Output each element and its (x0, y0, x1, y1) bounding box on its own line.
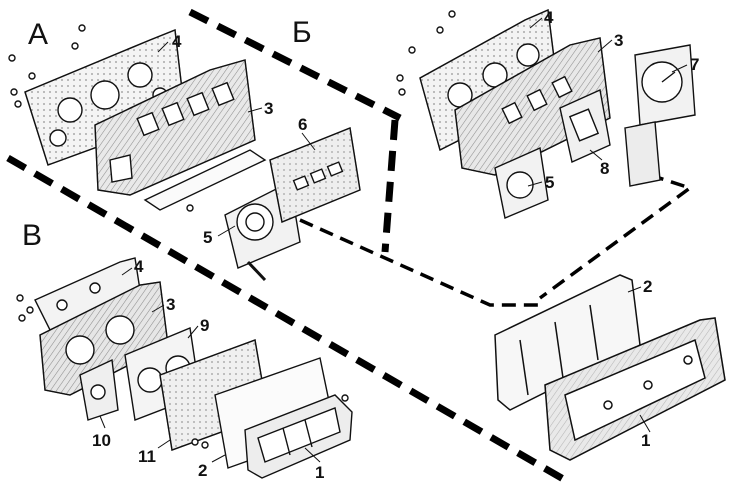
callout-common-2: 2 (643, 277, 652, 296)
callout-v-3: 3 (166, 295, 175, 314)
divider-diagonal (6, 154, 567, 484)
common-bezel-1 (544, 317, 726, 461)
callout-b-5: 5 (545, 173, 554, 192)
callout-v-9: 9 (200, 316, 209, 335)
callout-b-7: 7 (690, 55, 699, 74)
callout-b-3: 3 (614, 31, 623, 50)
a-face-plate-6 (269, 127, 361, 223)
callout-common-1: 1 (641, 431, 650, 450)
callout-a-4: 4 (172, 32, 182, 51)
leader-lines (99, 17, 688, 463)
callout-b-4: 4 (544, 8, 554, 27)
a-housing-3 (94, 59, 256, 196)
b-gauge-plate-5 (494, 146, 549, 219)
callout-v-10: 10 (92, 431, 111, 450)
section-label-v: В (22, 219, 42, 252)
v-cover-plate-4 (34, 257, 141, 331)
section-label-b: Б (292, 16, 312, 49)
v-part-10 (79, 358, 119, 421)
callout-v-4: 4 (134, 257, 144, 276)
divider-top (188, 8, 402, 122)
section-divider-lines (6, 8, 567, 484)
section-b-assembly (396, 8, 696, 219)
b-screws (396, 10, 456, 96)
v-housing-3 (39, 281, 169, 396)
section-v-assembly (16, 257, 353, 479)
section-label-a: А (28, 18, 48, 51)
b-housing-3 (454, 37, 611, 176)
callout-a-6: 6 (298, 115, 307, 134)
b-circuit-board-8 (559, 88, 611, 163)
v-bezel-1 (244, 394, 353, 479)
callout-v-11: 11 (138, 447, 156, 466)
common-assembly (494, 274, 726, 461)
a-screws (8, 24, 194, 212)
connector-lines (299, 173, 694, 307)
callout-a-5: 5 (203, 228, 212, 247)
callout-a-3: 3 (264, 99, 273, 118)
section-a-assembly (8, 24, 361, 282)
callout-b-8: 8 (600, 159, 609, 178)
callout-v-2: 2 (198, 461, 207, 480)
v-screws (16, 294, 349, 449)
b-cover-plate-4 (419, 8, 559, 152)
connector-b (538, 173, 694, 300)
a-lens-strip (143, 149, 267, 211)
a-cover-plate-4 (24, 29, 186, 166)
connector-main (299, 218, 540, 307)
divider-vertical (381, 119, 399, 253)
callout-v-1: 1 (315, 463, 324, 482)
b-gauge-7 (624, 44, 696, 187)
